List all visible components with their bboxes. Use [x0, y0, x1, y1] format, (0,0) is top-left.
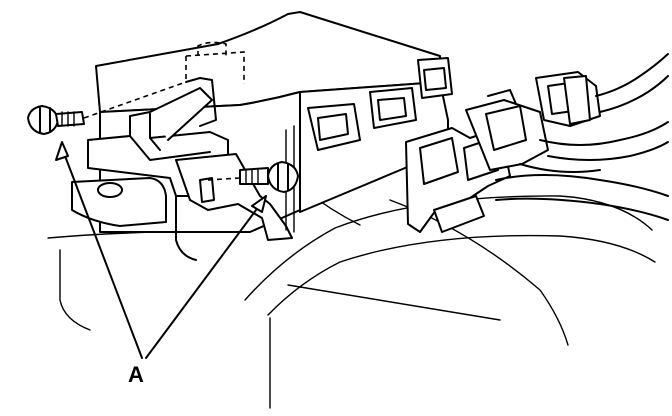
socket-3	[417, 57, 453, 99]
bolt-alignment-line-upper	[83, 81, 187, 119]
callout-arrows	[55, 141, 267, 359]
bolt-hole	[97, 182, 123, 198]
arrow-head-upper	[55, 141, 69, 161]
callout-label-a: A	[128, 362, 144, 387]
bolt-upper-left-icon	[27, 105, 85, 135]
harness-connector-upper	[535, 71, 601, 127]
arrow-head-middle	[251, 195, 267, 213]
side-bracket	[175, 125, 295, 241]
harness-connector-middle	[465, 89, 549, 171]
mounting-bracket	[87, 87, 229, 261]
bolt-middle-icon	[239, 161, 299, 193]
connector-sockets	[307, 57, 453, 151]
wiring-harness	[495, 53, 669, 221]
socket-2	[369, 87, 417, 129]
mounting-plate	[71, 177, 167, 227]
